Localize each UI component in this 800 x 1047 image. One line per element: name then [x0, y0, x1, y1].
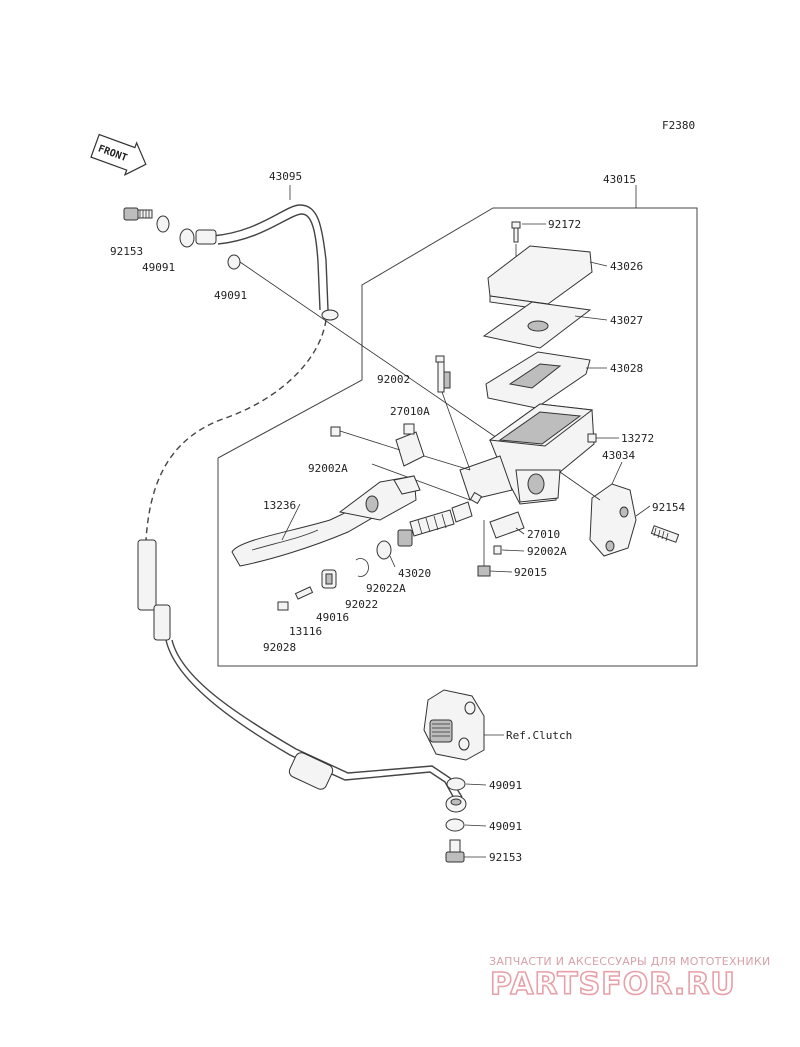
- part-label-92153-top: 92153: [110, 245, 143, 258]
- watermark-tagline: ЗАПЧАСТИ И АКСЕССУАРЫ ДЛЯ МОТОТЕХНИКИ: [489, 955, 771, 968]
- washer-lower-a-icon: [446, 777, 466, 791]
- part-label-13272: 13272: [621, 432, 654, 445]
- washer-top-b-icon: [227, 254, 241, 270]
- part-label-92002A-a: 92002A: [308, 462, 348, 475]
- part-label-92022: 92022: [345, 598, 378, 611]
- part-label-43015: 43015: [603, 173, 636, 186]
- part-label-92154: 92154: [652, 501, 685, 514]
- switch-27010-icon: [489, 511, 525, 539]
- front-arrow-icon: FRONT: [90, 133, 147, 177]
- piston-assembly-icon: [397, 501, 473, 547]
- nut-92015-icon: [477, 565, 491, 577]
- part-label-ref-clutch: Ref.Clutch: [506, 729, 572, 742]
- part-label-92015: 92015: [514, 566, 547, 579]
- clamp-bolt-icon: [650, 525, 680, 543]
- part-label-27010A: 27010A: [390, 405, 430, 418]
- part-label-92002A-b: 92002A: [527, 545, 567, 558]
- screw-92002A-icon: [330, 426, 341, 437]
- part-label-43027: 43027: [610, 314, 643, 327]
- switch-27010A-icon: [395, 431, 425, 467]
- reservoir-screw-icon: [511, 221, 521, 243]
- banjo-bolt-top-icon: [123, 207, 153, 221]
- part-label-49091-c: 49091: [489, 779, 522, 792]
- part-label-13236: 13236: [263, 499, 296, 512]
- screw-92002A-b-icon: [493, 545, 502, 555]
- circlip-92022-icon: [355, 558, 369, 577]
- figure-code: F2380: [662, 119, 695, 132]
- part-label-27010: 27010: [527, 528, 560, 541]
- assembly-frame: [217, 207, 698, 667]
- seal-ring-icon: [376, 540, 392, 560]
- part-label-43034: 43034: [602, 449, 635, 462]
- part-label-43095: 43095: [269, 170, 302, 183]
- part-label-43026: 43026: [610, 260, 643, 273]
- dust-boot-icon: [321, 569, 337, 589]
- master-cylinder-body-icon: [459, 403, 595, 505]
- clutch-hose: [137, 204, 467, 813]
- reservoir-cap-icon: [487, 245, 593, 305]
- part-label-43020: 43020: [398, 567, 431, 580]
- part-label-49091-d: 49091: [489, 820, 522, 833]
- slave-cylinder-icon: [423, 689, 485, 761]
- part-label-43028: 43028: [610, 362, 643, 375]
- clamp-icon: [589, 483, 637, 557]
- part-label-49016: 49016: [316, 611, 349, 624]
- screw-13272-icon: [587, 433, 597, 443]
- part-label-49091-a: 49091: [142, 261, 175, 274]
- part-label-92002: 92002: [377, 373, 410, 386]
- watermark-logo: PARTSFOR.RU: [490, 967, 736, 1002]
- part-label-92022A: 92022A: [366, 582, 406, 595]
- part-label-92153-lower: 92153: [489, 851, 522, 864]
- pivot-bolt-icon: [435, 355, 451, 393]
- clutch-lever-icon: [231, 475, 421, 567]
- part-label-92028: 92028: [263, 641, 296, 654]
- push-rod-icon: [277, 586, 314, 611]
- banjo-bolt-lower-icon: [445, 839, 465, 863]
- part-label-49091-b: 49091: [214, 289, 247, 302]
- part-label-92172: 92172: [548, 218, 581, 231]
- washer-lower-b-icon: [445, 818, 465, 832]
- washer-top-a-icon: [156, 215, 170, 233]
- part-label-13116: 13116: [289, 625, 322, 638]
